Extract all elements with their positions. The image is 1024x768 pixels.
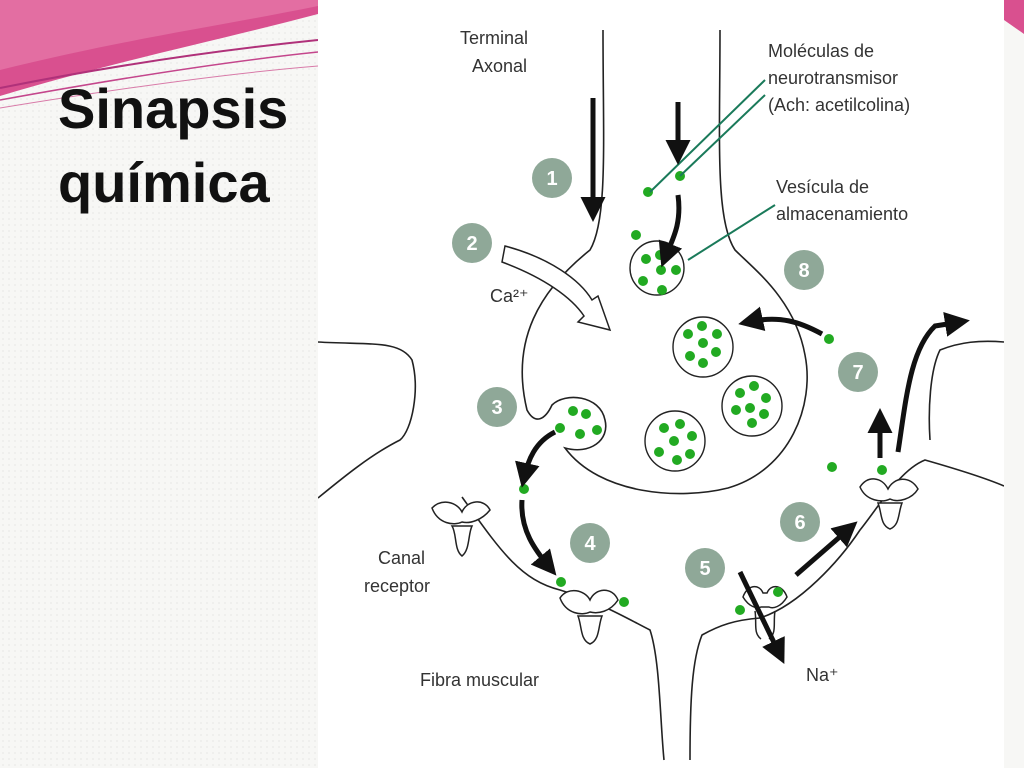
vesicle-fusing (555, 406, 602, 439)
label-vesicle-1: Vesícula de (776, 177, 869, 197)
vesicle-top (629, 240, 685, 296)
title-line-1: Sinapsis (58, 77, 289, 140)
process-arrows (515, 98, 970, 665)
receptor-channel-right (859, 478, 919, 530)
receptor-channel-left (431, 501, 491, 557)
slide-title: Sinapsis química (58, 72, 288, 220)
label-molecules-3: (Ach: acetilcolina) (768, 95, 910, 115)
step-badge-3: 3 (477, 387, 517, 427)
step-badge-1: 1 (532, 158, 572, 198)
step-badge-2: 2 (452, 223, 492, 263)
label-vesicle-2: almacenamiento (776, 204, 908, 224)
label-muscle-fiber: Fibra muscular (420, 670, 539, 690)
vesicle-lower (644, 410, 706, 472)
receptor-channel-bottom (559, 589, 619, 645)
vesicle-center (672, 316, 734, 378)
label-terminal: Terminal (460, 28, 528, 48)
synapse-diagram: 1 2 3 4 5 6 7 8 Terminal (318, 0, 1004, 768)
svg-text:4: 4 (584, 533, 596, 555)
label-channel-1: Canal (378, 548, 425, 568)
label-molecules-2: neurotransmisor (768, 68, 898, 88)
muscle-fiber-membrane (318, 341, 417, 499)
calcium-arrow (501, 245, 612, 332)
right-margin (1004, 0, 1024, 768)
step-badge-5: 5 (685, 548, 725, 588)
svg-text:6: 6 (794, 512, 805, 534)
label-channel-2: receptor (364, 576, 430, 596)
step-badge-6: 6 (780, 502, 820, 542)
step-badge-4: 4 (570, 523, 610, 563)
svg-text:2: 2 (466, 233, 477, 255)
label-axonal: Axonal (472, 56, 527, 76)
title-line-2: química (58, 151, 270, 214)
left-panel: Sinapsis química (0, 0, 318, 768)
svg-text:8: 8 (798, 260, 809, 282)
decorative-wave (0, 0, 318, 109)
step-badge-8: 8 (784, 250, 824, 290)
label-pointer-lines (649, 79, 776, 261)
step-badge-7: 7 (838, 352, 878, 392)
label-molecules-1: Moléculas de (768, 41, 874, 61)
svg-text:1: 1 (546, 168, 557, 190)
svg-text:3: 3 (491, 397, 502, 419)
svg-text:5: 5 (699, 558, 710, 580)
svg-text:7: 7 (852, 362, 863, 384)
vesicle-right (721, 375, 783, 437)
label-sodium: Na⁺ (806, 665, 839, 685)
decorative-wave-right (1004, 0, 1024, 34)
label-calcium: Ca²⁺ (490, 286, 529, 306)
